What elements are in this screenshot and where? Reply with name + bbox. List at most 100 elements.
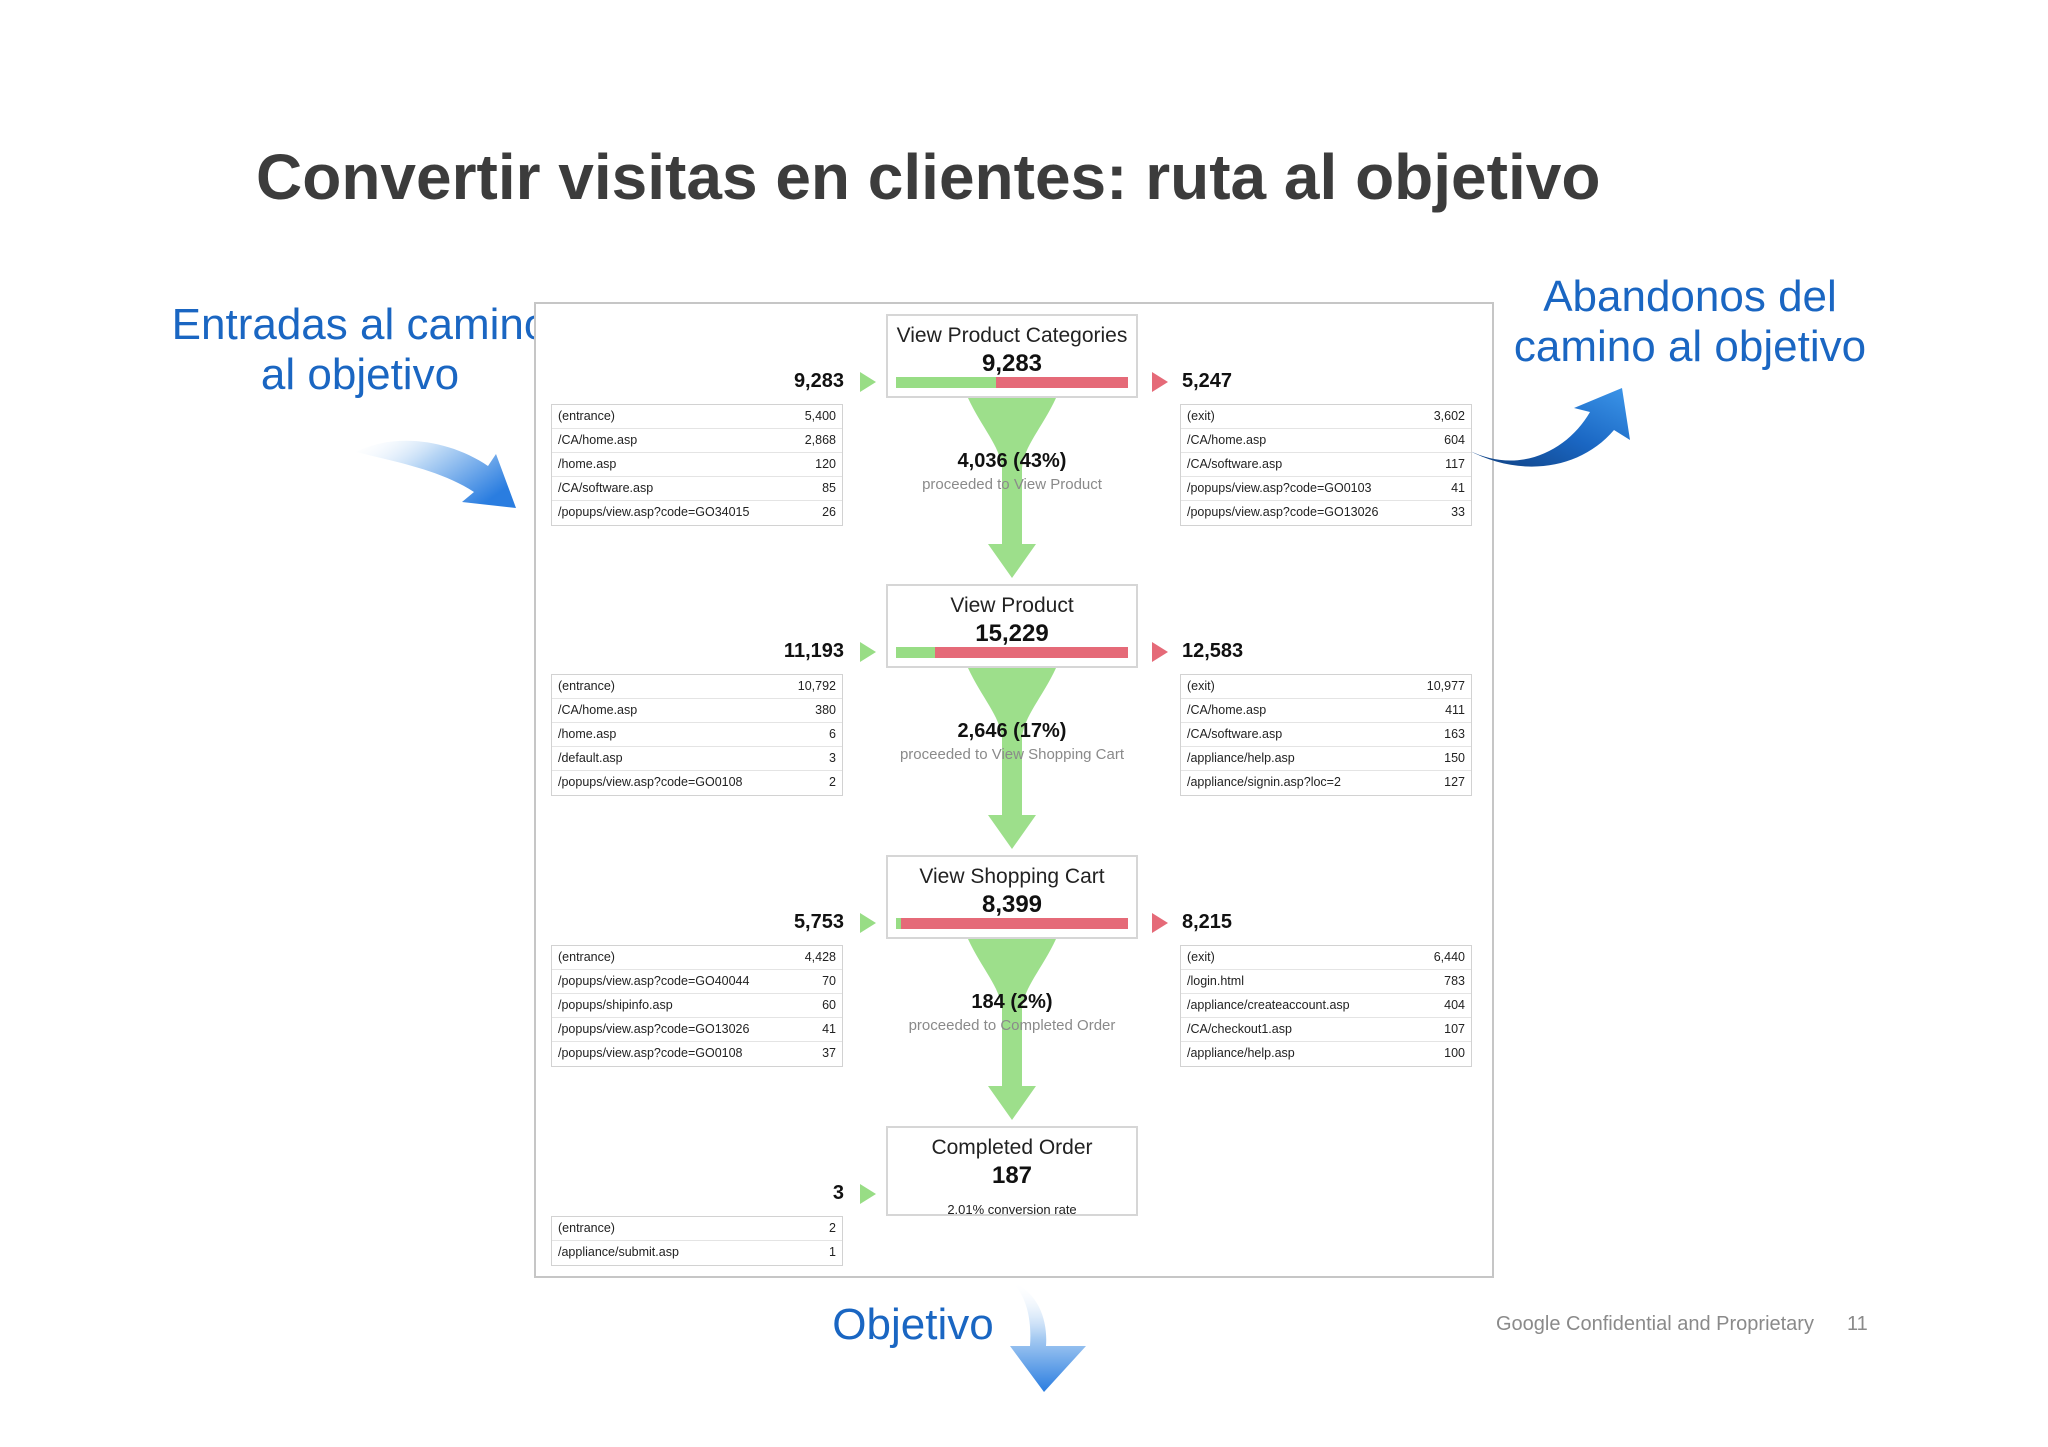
- footer-confidential: Google Confidential and Proprietary: [1496, 1313, 1814, 1335]
- table-row[interactable]: (entrance)4,428: [552, 946, 842, 970]
- table-row[interactable]: /popups/view.asp?code=GO13026 33: [1181, 501, 1471, 525]
- row-count: 380: [815, 703, 836, 717]
- stage-box[interactable]: Completed Order 187 2.01% conversion rate: [886, 1126, 1138, 1217]
- row-count: 6,440: [1433, 950, 1465, 964]
- row-page: /CA/home.asp: [1187, 433, 1267, 447]
- row-page: /popups/view.asp?code=GO13026: [558, 1022, 750, 1036]
- exit-arrow-icon: [1468, 388, 1630, 467]
- stage-name: Completed Order: [931, 1136, 1093, 1159]
- stage-progress-bar: [896, 918, 1128, 929]
- stage-progress-fill: [896, 647, 936, 658]
- row-count: 107: [1444, 1022, 1465, 1036]
- lbl-entries-line: Entradas al camino: [171, 300, 549, 349]
- entries-table: (entrance)5,400/CA/home.asp 2,868/home.as…: [551, 404, 843, 526]
- row-count: 150: [1444, 751, 1465, 765]
- row-count: 6: [829, 727, 836, 741]
- table-row[interactable]: /CA/home.asp 2,868: [552, 429, 842, 453]
- entry-triangle-icon: [860, 642, 876, 662]
- row-count: 163: [1444, 727, 1465, 741]
- entries-total: 9,283: [793, 370, 844, 392]
- row-count: 783: [1444, 974, 1465, 988]
- entries-total: 5,753: [793, 911, 844, 933]
- lbl-entries-line: al objetivo: [260, 350, 460, 400]
- entries-table: (entrance)4,428/popups/view.asp?code=GO4…: [551, 945, 843, 1067]
- row-count: 85: [822, 481, 836, 495]
- table-row[interactable]: (exit)10,977: [1181, 675, 1471, 699]
- entry-arrow-icon: [356, 440, 516, 508]
- lbl-exits-line: Abandonos del: [1543, 272, 1837, 321]
- exit-triangle-icon: [1152, 913, 1168, 933]
- row-count: 2: [829, 1221, 836, 1235]
- proceeded-count: 4,036 (43%): [957, 450, 1067, 472]
- table-row[interactable]: (entrance)2: [552, 1217, 842, 1241]
- table-row[interactable]: /CA/software.asp 85: [552, 477, 842, 501]
- row-page: (exit): [1187, 409, 1215, 423]
- stage-value: 187: [991, 1162, 1033, 1189]
- table-row[interactable]: (exit) 3,602: [1181, 405, 1471, 429]
- row-count: 3,602: [1433, 409, 1465, 423]
- row-page: (entrance): [558, 950, 615, 964]
- row-page: /popups/view.asp?code=GO13026: [1187, 505, 1379, 519]
- row-count: 10,977: [1426, 679, 1465, 693]
- row-count: 3: [829, 751, 836, 765]
- table-row[interactable]: /popups/view.asp?code=GO13026 41: [552, 1018, 842, 1042]
- stage-value: 15,229: [975, 620, 1049, 647]
- conversion-rate: 2.01% conversion rate: [947, 1202, 1077, 1217]
- row-count: 2,868: [804, 433, 836, 447]
- row-page: /popups/shipinfo.asp: [558, 998, 673, 1012]
- row-count: 41: [822, 1022, 836, 1036]
- table-row[interactable]: (exit) 6,440: [1181, 946, 1471, 970]
- goal-label: Objetivo: [832, 1300, 994, 1349]
- stage-progress-fill: [896, 918, 901, 929]
- proceeded-label: proceeded to View Product: [922, 476, 1102, 493]
- stage-progress-bar: [896, 647, 1128, 658]
- stage-value: 9,283: [981, 350, 1043, 377]
- row-count: 33: [1451, 505, 1465, 519]
- table-row[interactable]: /default.asp 3: [552, 747, 842, 771]
- table-row[interactable]: (entrance)5,400: [552, 405, 842, 429]
- row-page: /CA/home.asp: [558, 433, 638, 447]
- proceeded-label: proceeded to Completed Order: [908, 1017, 1116, 1034]
- row-page: /popups/view.asp?code=GO0108: [558, 775, 743, 789]
- row-count: 404: [1444, 998, 1465, 1012]
- row-count: 117: [1445, 457, 1465, 471]
- row-page: /appliance/signin.asp?loc=2: [1187, 775, 1341, 789]
- stage-name: View Shopping Cart: [919, 865, 1105, 888]
- row-count: 100: [1444, 1046, 1465, 1060]
- row-page: /CA/software.asp: [558, 481, 654, 495]
- row-page: (exit): [1187, 950, 1215, 964]
- row-page: /default.asp: [558, 751, 623, 765]
- row-page: /popups/view.asp?code=GO0103: [1187, 481, 1372, 495]
- proceeded-label: proceeded to View Shopping Cart: [899, 746, 1125, 763]
- table-row[interactable]: (entrance)10,792: [552, 675, 842, 699]
- row-count: 120: [815, 457, 836, 471]
- row-count: 26: [822, 505, 836, 519]
